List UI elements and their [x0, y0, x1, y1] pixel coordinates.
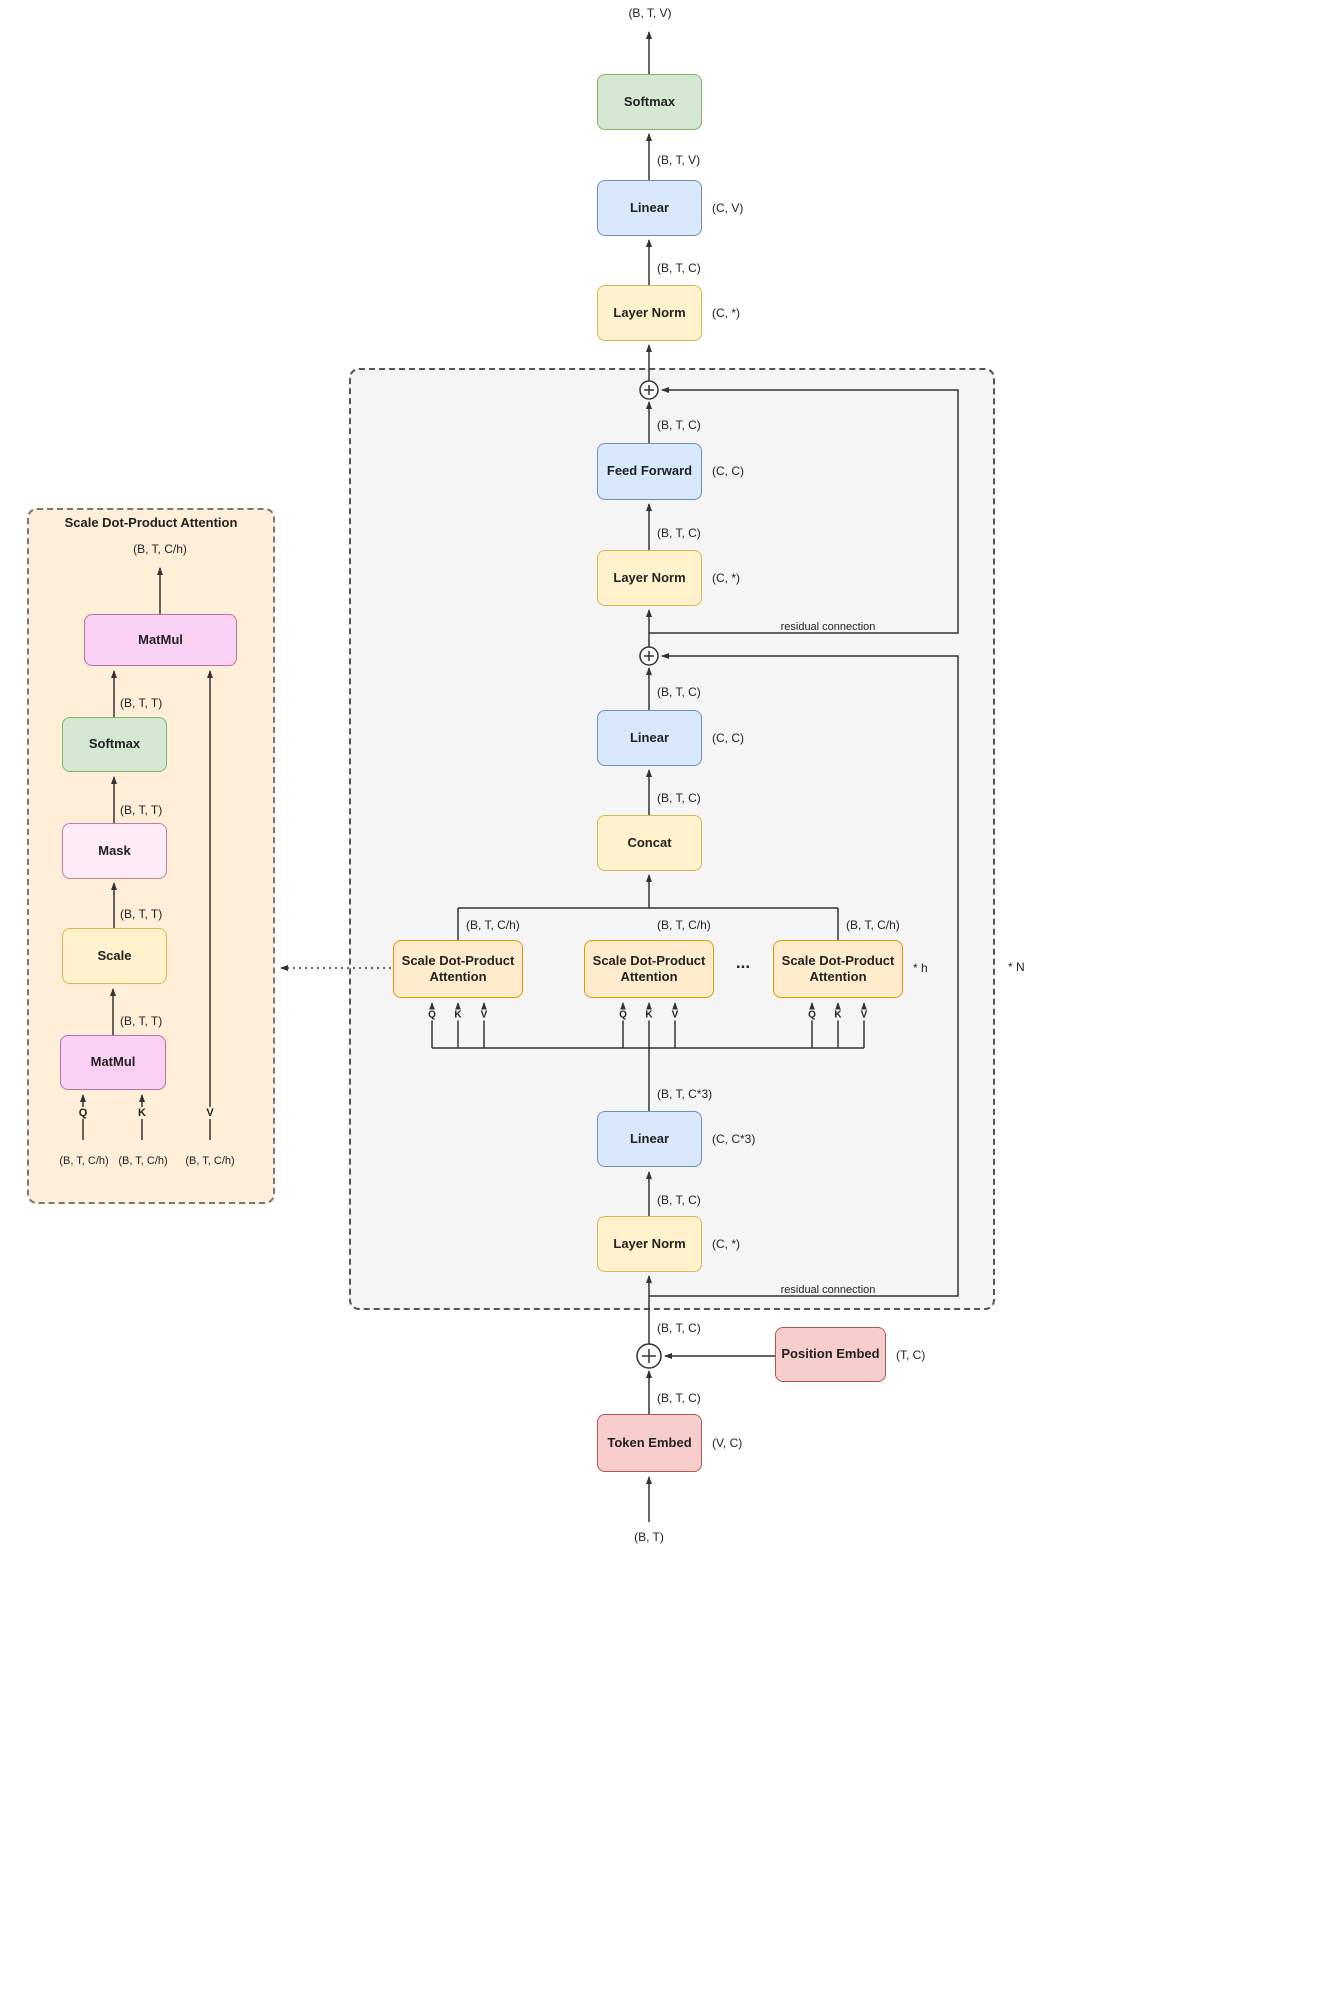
times-n-label: * N	[1008, 960, 1025, 974]
shape-btc-3: (B, T, C)	[657, 526, 701, 540]
block-matmul-2: MatMul	[60, 1035, 166, 1090]
weight-cstar-ff: (C, *)	[712, 571, 740, 585]
shape-btch-head-2: (B, T, C/h)	[657, 918, 711, 932]
shape-btc-7: (B, T, C)	[657, 1321, 701, 1335]
block-position-embed: Position Embed	[775, 1327, 886, 1382]
detail-qkv-k: K	[136, 1107, 148, 1119]
detail-shape-btt-4: (B, T, T)	[120, 1014, 163, 1028]
shape-input-bottom: (B, T)	[634, 1530, 664, 1544]
qkv-label-k-3: K	[832, 1009, 844, 1021]
block-linear-proj: Linear	[597, 710, 702, 766]
weight-cstar-final: (C, *)	[712, 306, 740, 320]
weight-cv: (C, V)	[712, 201, 744, 215]
block-layer-norm-attn: Layer Norm	[597, 1216, 702, 1272]
block-linear-head: Linear	[597, 180, 702, 236]
block-softmax-attn: Softmax	[62, 717, 167, 772]
block-feed-forward: Feed Forward	[597, 443, 702, 500]
residual-label-lower: residual connection	[780, 1284, 876, 1296]
shape-btch-head-1: (B, T, C/h)	[466, 918, 520, 932]
detail-qkv-v: V	[204, 1107, 216, 1119]
detail-qkv-q: Q	[76, 1107, 90, 1119]
shape-btv-mid: (B, T, V)	[657, 153, 701, 167]
detail-shape-btt-1: (B, T, T)	[120, 696, 163, 710]
block-softmax-output: Softmax	[597, 74, 702, 130]
detail-shape-btt-2: (B, T, T)	[120, 803, 163, 817]
detail-shape-k-in: (B, T, C/h)	[118, 1155, 168, 1167]
shape-btc-6: (B, T, C)	[657, 1193, 701, 1207]
weight-cc-ff: (C, C)	[712, 464, 744, 478]
residual-label-upper: residual connection	[780, 621, 876, 633]
block-concat: Concat	[597, 815, 702, 871]
detail-shape-q-in: (B, T, C/h)	[59, 1155, 109, 1167]
weight-vc: (V, C)	[712, 1436, 743, 1450]
block-scale: Scale	[62, 928, 167, 984]
block-linear-qkv: Linear	[597, 1111, 702, 1167]
qkv-label-v-1: V	[478, 1009, 490, 1021]
block-attention-head-2: Scale Dot-Product Attention	[584, 940, 714, 998]
qkv-label-v-3: V	[858, 1009, 870, 1021]
weight-cc-proj: (C, C)	[712, 731, 744, 745]
block-attention-head-1: Scale Dot-Product Attention	[393, 940, 523, 998]
attention-detail-title: Scale Dot-Product Attention	[64, 515, 238, 530]
qkv-label-k-1: K	[452, 1009, 464, 1021]
shape-btc-5: (B, T, C)	[657, 791, 701, 805]
detail-shape-output: (B, T, C/h)	[133, 542, 187, 556]
shape-btc-4: (B, T, C)	[657, 685, 701, 699]
block-mask: Mask	[62, 823, 167, 879]
shape-btc-8: (B, T, C)	[657, 1391, 701, 1405]
qkv-label-v-2: V	[669, 1009, 681, 1021]
weight-cc3: (C, C*3)	[712, 1132, 756, 1146]
times-h-label: * h	[913, 961, 928, 975]
qkv-label-q-3: Q	[806, 1009, 818, 1021]
shape-btc-1: (B, T, C)	[657, 261, 701, 275]
heads-ellipsis: ...	[735, 953, 751, 972]
shape-btc3: (B, T, C*3)	[657, 1087, 713, 1101]
shape-btc-2: (B, T, C)	[657, 418, 701, 432]
block-token-embed: Token Embed	[597, 1414, 702, 1472]
block-layer-norm-final: Layer Norm	[597, 285, 702, 341]
detail-shape-btt-3: (B, T, T)	[120, 907, 163, 921]
weight-tc: (T, C)	[896, 1348, 926, 1362]
shape-btch-head-3: (B, T, C/h)	[846, 918, 900, 932]
qkv-label-q-2: Q	[617, 1009, 629, 1021]
block-matmul-1: MatMul	[84, 614, 237, 666]
shape-output-top: (B, T, V)	[628, 6, 672, 20]
block-attention-head-3: Scale Dot-Product Attention	[773, 940, 903, 998]
block-layer-norm-ff: Layer Norm	[597, 550, 702, 606]
weight-cstar-attn: (C, *)	[712, 1237, 740, 1251]
qkv-label-q-1: Q	[426, 1009, 438, 1021]
detail-shape-v-in: (B, T, C/h)	[185, 1155, 235, 1167]
qkv-label-k-2: K	[643, 1009, 655, 1021]
